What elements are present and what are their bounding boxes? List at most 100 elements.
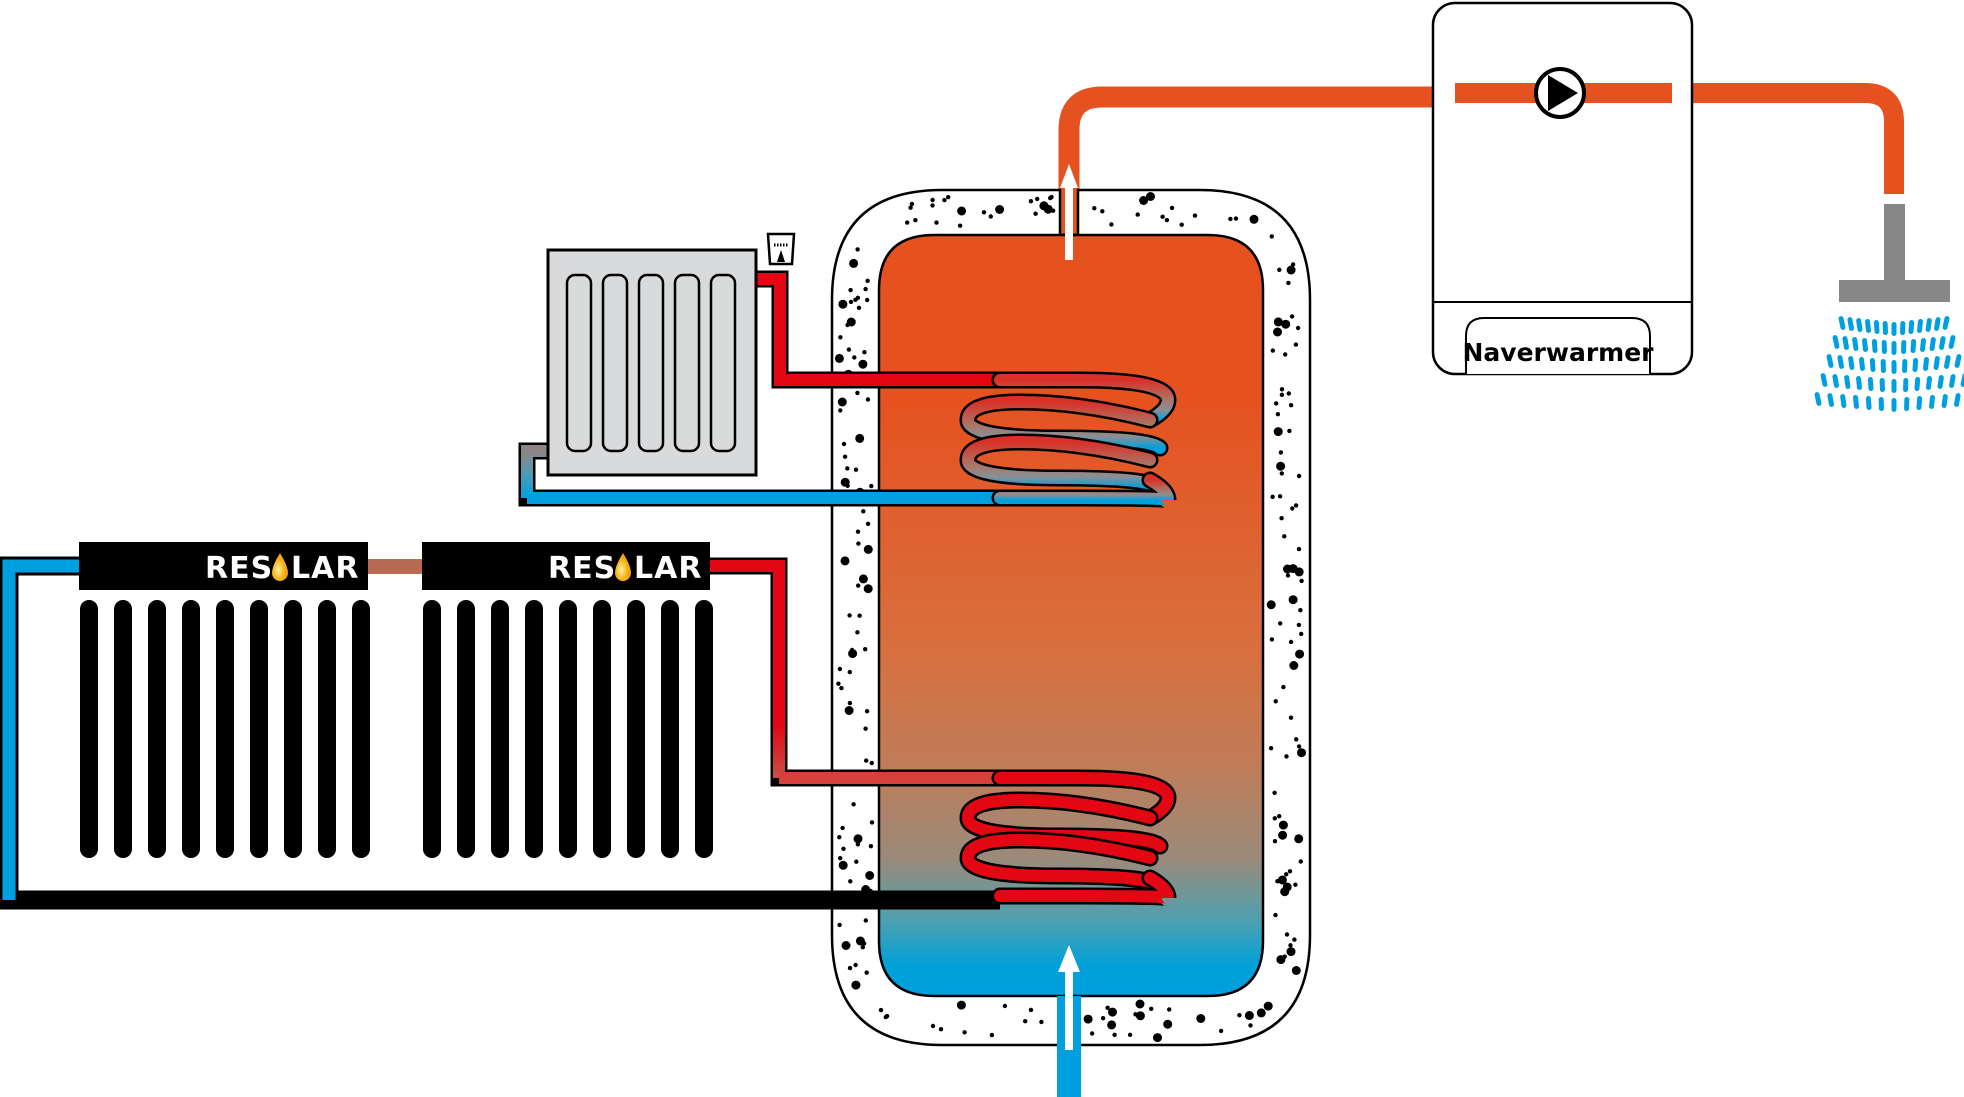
insulation-dot	[853, 297, 858, 302]
insulation-dot	[1039, 1019, 1044, 1025]
insulation-dot	[1270, 494, 1275, 499]
insulation-dot	[1296, 744, 1302, 749]
post-heater: Naverwarmer	[1431, 1, 1694, 376]
water-drop	[1954, 354, 1962, 368]
insulation-dot	[981, 210, 987, 215]
insulation-dot	[847, 700, 853, 706]
insulation-dot	[863, 918, 868, 923]
water-drop	[1891, 360, 1897, 374]
insulation-dot	[1043, 204, 1053, 214]
water-drop	[1814, 392, 1822, 406]
water-drop	[1920, 338, 1926, 352]
insulation-dot	[1273, 699, 1278, 704]
radiator-fin	[565, 273, 593, 453]
insulation-dot	[837, 835, 842, 840]
insulation-dot	[863, 544, 873, 554]
vacuum-tube	[114, 600, 132, 858]
insulation-dot	[1280, 887, 1290, 897]
water-drop	[1916, 396, 1923, 410]
insulation-dot	[1288, 639, 1294, 645]
insulation-dot	[962, 1030, 967, 1035]
vacuum-tube	[559, 600, 577, 858]
brand-prefix: RES	[548, 551, 616, 586]
insulation-dot	[1277, 494, 1283, 499]
insulation-dot	[1288, 943, 1293, 948]
coil-segment	[994, 872, 1174, 904]
insulation-dot	[847, 613, 852, 618]
insulation-dot	[989, 1032, 995, 1038]
brand-suffix: LAR	[634, 551, 702, 586]
coil-segment	[961, 833, 1166, 892]
brand-drop-icon	[615, 553, 631, 581]
insulation-dot	[934, 220, 939, 225]
insulation-dot	[1293, 882, 1298, 887]
insulation-dot	[858, 359, 868, 369]
insulation-dot	[1294, 737, 1299, 742]
insulation-dot	[908, 205, 913, 210]
insulation-dot	[1278, 621, 1283, 626]
coil-segment	[961, 435, 1166, 494]
vacuum-tube	[525, 600, 543, 858]
insulation-dots	[834, 192, 1306, 1043]
insulation-dot	[1164, 217, 1170, 223]
insulation-dot	[1286, 391, 1292, 396]
insulation-dot	[1295, 325, 1301, 331]
vacuum-tube	[423, 600, 441, 858]
insulation-dot	[930, 197, 935, 203]
insulation-dot	[1288, 715, 1294, 720]
post-heater-label-plate	[1465, 317, 1651, 374]
radiator-fin	[709, 273, 737, 453]
water-drop	[1879, 378, 1885, 392]
water-drop	[1852, 337, 1859, 351]
insulation-dot	[1002, 1003, 1008, 1009]
insulation-dot	[1282, 954, 1287, 959]
insulation-dot	[1160, 214, 1165, 219]
water-drop	[1944, 355, 1951, 369]
insulation-dot	[857, 613, 862, 618]
insulation-dot	[1268, 746, 1274, 751]
insulation-dot	[1167, 1007, 1172, 1012]
water-drop	[1832, 374, 1839, 388]
insulation-dot	[1022, 1019, 1028, 1024]
vacuum-tube	[284, 600, 302, 858]
water-drop	[1891, 398, 1897, 412]
insulation-dot	[855, 247, 860, 252]
insulation-dot	[865, 871, 875, 880]
insulation-dot	[839, 685, 844, 691]
insulation-dot	[1287, 428, 1292, 434]
insulation-dot	[1228, 216, 1233, 222]
water-drop	[1934, 317, 1941, 331]
water-drop	[1869, 358, 1876, 372]
radiator-circuit	[518, 270, 1000, 507]
water-drop	[1941, 394, 1948, 408]
insulation-dot	[1256, 1008, 1266, 1018]
brand-suffix: LAR	[291, 551, 359, 586]
insulation-dot	[1269, 234, 1275, 239]
insulation-dot	[841, 846, 846, 851]
insulation-dot	[1048, 195, 1053, 201]
insulation-dot	[1090, 1031, 1095, 1036]
insulation-dot	[1278, 450, 1284, 455]
vacuum-tube	[352, 600, 370, 858]
insulation-dot	[863, 584, 873, 594]
insulation-dot	[855, 529, 861, 534]
vacuum-tube	[216, 600, 234, 858]
insulation-dot	[1033, 211, 1038, 216]
insulation-dot	[1100, 1016, 1106, 1021]
water-drop	[1960, 373, 1964, 387]
insulation-dot	[1105, 1005, 1110, 1010]
insulation-dot	[1135, 999, 1145, 1009]
insulation-dot	[1192, 213, 1198, 218]
radiator-fin	[637, 273, 665, 453]
insulation-dot	[840, 477, 850, 487]
water-drop	[1840, 394, 1847, 408]
insulation-dot	[957, 206, 967, 216]
insulation-dot	[1169, 205, 1175, 211]
insulation-dot	[842, 454, 848, 459]
insulation-dot	[838, 335, 843, 340]
insulation-dot	[1290, 262, 1296, 267]
water-drop	[1844, 375, 1851, 389]
collector-link-pipe	[368, 559, 422, 574]
water-drop	[1856, 318, 1863, 332]
